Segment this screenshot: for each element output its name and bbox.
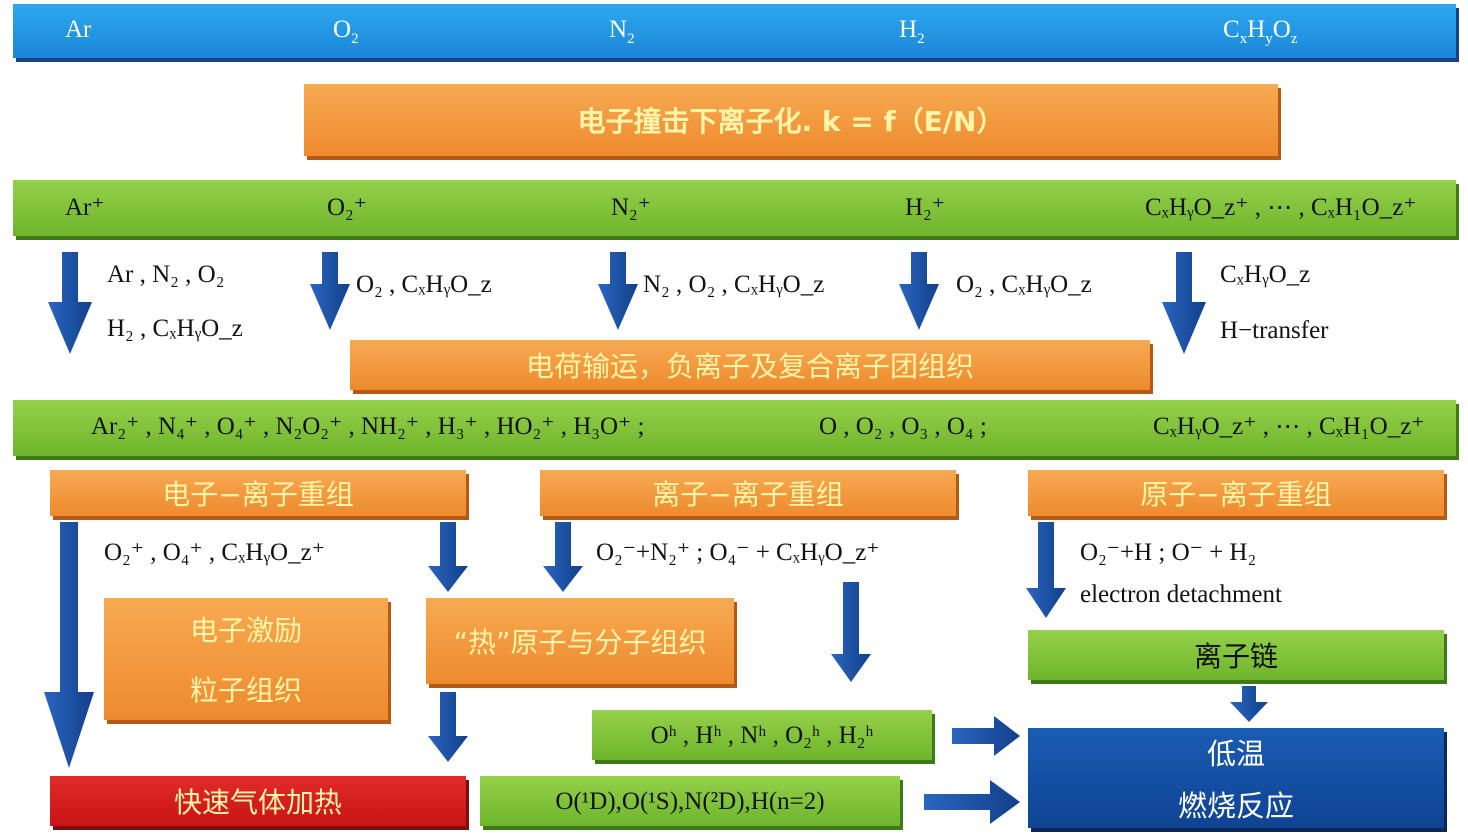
cluster-left: Ar₂⁺ , N₄⁺ , O₄⁺ , N₂O₂⁺ , NH₂⁺ , H₃⁺ , … (91, 413, 645, 440)
atom-ion-recomb-label: 原子−离子重组 (1140, 478, 1332, 511)
product-middle: O₂⁻+N₂⁺ ; O₄⁻ + CₓHᵧO_z⁺ (596, 539, 880, 566)
excitation-box: 电子激励 粒子组织 (104, 598, 388, 720)
right-arrow-hot (952, 716, 1020, 756)
product-left: O₂⁺ , O₄⁺ , CₓHᵧO_z⁺ (104, 539, 325, 566)
down-arrow-chain (1230, 686, 1268, 722)
excitation-line2: 粒子组织 (189, 674, 302, 707)
fast-heating-label: 快速气体加热 (173, 786, 342, 819)
collision-ar-2: H₂ , CₓHᵧO_z (107, 315, 243, 342)
product-right-2: electron detachment (1080, 581, 1282, 608)
ion-h2: H₂⁺ (905, 194, 945, 221)
hot-atoms-box: “热”原子与分子组织 (426, 598, 734, 684)
cluster-middle: O , O₂ , O₃ , O₄ ; (819, 413, 987, 440)
collision-ar-1: Ar , N₂ , O₂ (107, 261, 225, 288)
hot-atoms-label: “热”原子与分子组织 (453, 626, 707, 659)
primary-ions-row: Ar⁺ O₂⁺ N₂⁺ H₂⁺ CₓHᵧO_z⁺ , ⋯ , CₓH₁O_z⁺ (13, 180, 1456, 236)
electron-ion-recomb-box: 电子−离子重组 (50, 470, 466, 516)
down-arrow-detach (1026, 522, 1066, 618)
collision-c-2: H−transfer (1220, 317, 1329, 344)
down-arrow-ionion (543, 522, 583, 592)
low-temp-line2: 燃烧反应 (1177, 789, 1294, 823)
gas-ar: Ar (65, 16, 92, 43)
ion-chain-label: 离子链 (1193, 640, 1278, 673)
ionization-box: 电子撞击下离子化. k = f（E/N） (304, 84, 1278, 156)
down-arrow-o2 (310, 252, 350, 330)
down-arrow-h2 (899, 252, 939, 330)
ion-ion-recomb-label: 离子−离子重组 (652, 478, 844, 511)
charge-transport-box: 电荷输运，负离子及复合离子团组织 (350, 340, 1150, 390)
collision-h2: O₂ , CₓHᵧO_z (956, 271, 1092, 298)
collision-o2: O₂ , CₓHᵧO_z (356, 271, 492, 298)
hot-species-label: Oʰ , Hʰ , Nʰ , O₂ʰ , H₂ʰ (650, 721, 874, 749)
low-temp-line1: 低温 (1206, 737, 1265, 771)
electron-ion-recomb-label: 电子−离子重组 (162, 478, 354, 511)
cluster-ions-row: Ar₂⁺ , N₄⁺ , O₄⁺ , N₂O₂⁺ , NH₂⁺ , H₃⁺ , … (13, 400, 1456, 456)
ion-ion-recomb-box: 离子−离子重组 (540, 470, 956, 516)
gas-n2: N2 (609, 16, 635, 47)
long-arrow-heating (44, 522, 94, 768)
ionization-label: 电子撞击下离子化. k = f（E/N） (577, 105, 1005, 138)
down-arrow-c (1162, 252, 1206, 354)
gas-species-band: Ar O2 N2 H2 CxHyOz (13, 4, 1456, 58)
excited-species-label: O(¹D),O(¹S),N(²D),H(n=2) (555, 787, 825, 815)
excited-species-box: O(¹D),O(¹S),N(²D),H(n=2) (480, 776, 900, 826)
ion-o2: O₂⁺ (327, 194, 367, 221)
down-arrow-hot2 (428, 692, 468, 762)
excitation-line1: 电子激励 (189, 614, 302, 647)
fast-heating-box: 快速气体加热 (50, 776, 466, 826)
down-arrow-n2 (598, 252, 638, 330)
gas-cxhyoz: CxHyOz (1223, 16, 1298, 47)
hot-species-box: Oʰ , Hʰ , Nʰ , O₂ʰ , H₂ʰ (592, 710, 932, 760)
down-arrow-ar (48, 252, 92, 354)
ion-cxhyoz: CₓHᵧO_z⁺ , ⋯ , CₓH₁O_z⁺ (1145, 194, 1417, 221)
down-arrow-hot1 (428, 522, 468, 592)
collision-n2: N₂ , O₂ , CₓHᵧO_z (643, 271, 825, 298)
right-arrow-excited (924, 780, 1020, 824)
product-right-1: O₂⁻+H ; O⁻ + H₂ (1080, 539, 1257, 566)
gas-h2: H2 (899, 16, 925, 47)
low-temp-combustion-box: 低温 燃烧反应 (1028, 728, 1444, 828)
cluster-right: CₓHᵧO_z⁺ , ⋯ , CₓH₁O_z⁺ (1153, 413, 1425, 440)
ion-chain-box: 离子链 (1028, 630, 1444, 680)
gas-o2: O2 (333, 16, 359, 47)
atom-ion-recomb-box: 原子−离子重组 (1028, 470, 1444, 516)
ion-n2: N₂⁺ (611, 194, 651, 221)
collision-c-1: CₓHᵧO_z (1220, 261, 1311, 288)
down-arrow-hotspecies (831, 582, 871, 682)
charge-transport-label: 电荷输运，负离子及复合离子团组织 (525, 350, 974, 383)
ion-ar: Ar⁺ (65, 194, 105, 221)
